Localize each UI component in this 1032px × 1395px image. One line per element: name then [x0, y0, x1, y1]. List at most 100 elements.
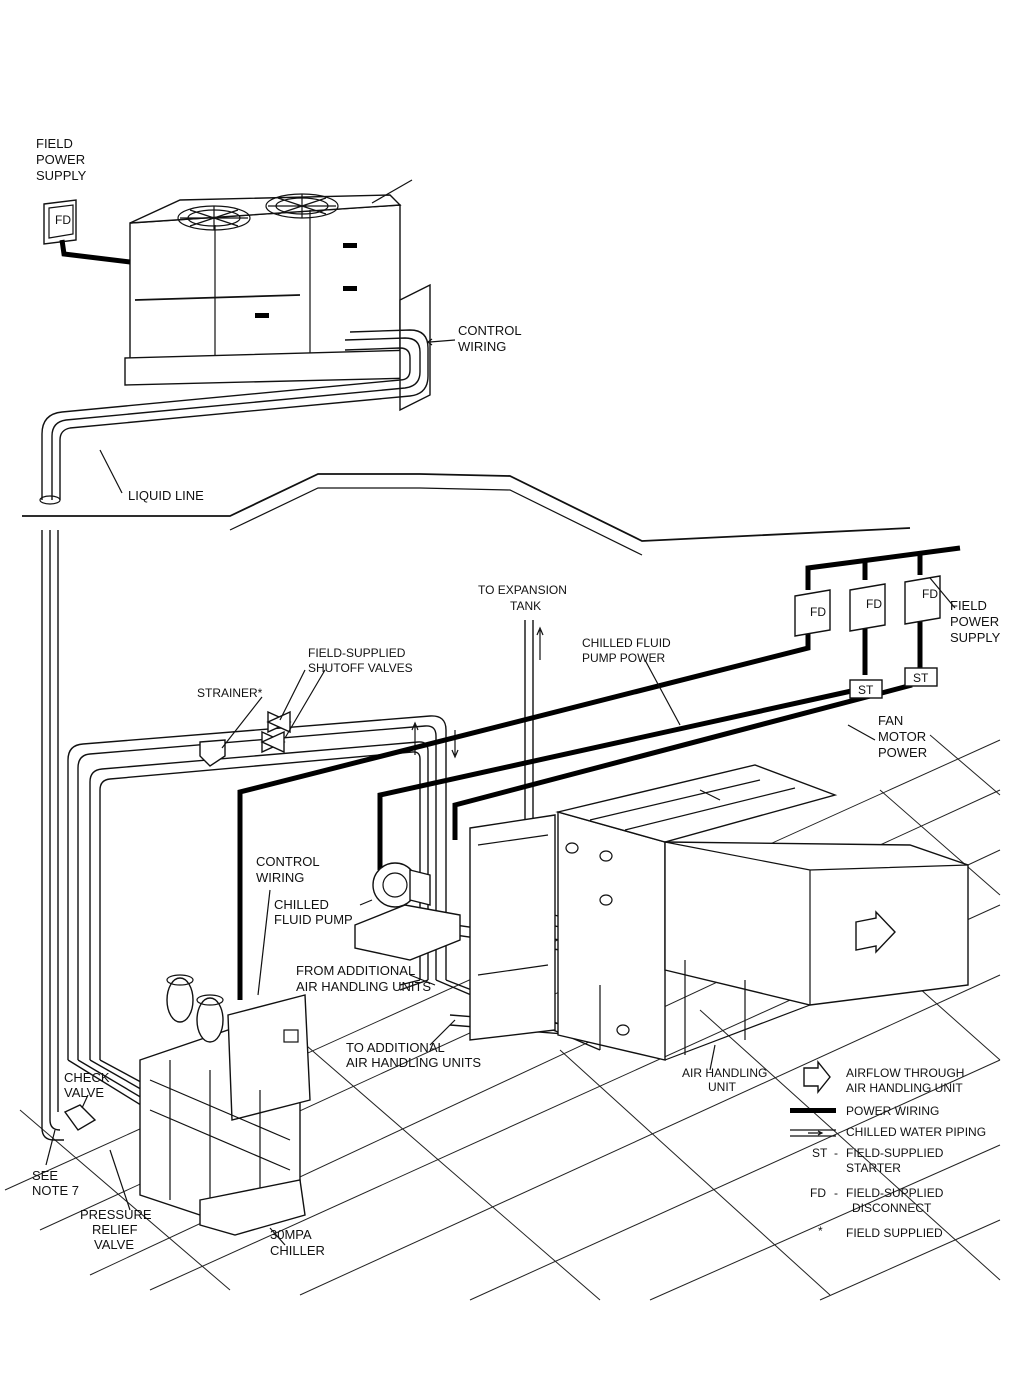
svg-text:WIRING: WIRING: [256, 870, 304, 885]
fd-disconnect-3: FD: [904, 575, 941, 625]
label-strainer: STRAINER*: [197, 686, 263, 700]
svg-text:CHECK: CHECK: [64, 1070, 110, 1085]
airflow-arrow-icon: [803, 1060, 831, 1094]
roof-line: [22, 473, 911, 542]
legend-airflow: AIRFLOW THROUGH AIR HANDLING UNIT: [803, 1060, 964, 1095]
label-field-power-supply-right: FIELD POWER SUPPLY: [950, 598, 1001, 645]
svg-text:FIELD-SUPPLIED: FIELD-SUPPLIED: [846, 1186, 944, 1200]
svg-text:TO EXPANSION: TO EXPANSION: [478, 583, 567, 597]
svg-text:AIR HANDLING UNIT: AIR HANDLING UNIT: [846, 1081, 963, 1095]
fd-disconnect-2: FD: [849, 583, 886, 632]
svg-text:-: -: [834, 1146, 838, 1160]
svg-text:CHILLED: CHILLED: [274, 897, 329, 912]
svg-text:CONTROL: CONTROL: [256, 854, 320, 869]
check-valve: [63, 1104, 97, 1131]
label-air-handling-unit: AIR HANDLING UNIT: [682, 1066, 767, 1094]
legend: AIRFLOW THROUGH AIR HANDLING UNIT POWER …: [790, 1060, 986, 1240]
legend-chilled-water-piping: CHILLED WATER PIPING: [790, 1125, 986, 1139]
piping-swatch: [790, 1129, 836, 1137]
fd-disconnect-1: FD: [794, 589, 831, 637]
st-starter-2: ST: [904, 667, 938, 687]
label-chilled-fluid-pump: CHILLED FLUID PUMP: [274, 897, 353, 927]
svg-text:FAN: FAN: [878, 713, 903, 728]
svg-text:FD: FD: [866, 597, 882, 611]
label-check-valve: CHECK VALVE: [64, 1070, 110, 1100]
svg-text:POWER WIRING: POWER WIRING: [846, 1104, 939, 1118]
svg-text:FROM ADDITIONAL: FROM ADDITIONAL: [296, 963, 415, 978]
svg-text:30MPA: 30MPA: [270, 1227, 312, 1242]
svg-text:FLUID PUMP: FLUID PUMP: [274, 912, 353, 927]
svg-text:ST: ST: [913, 671, 929, 685]
st-starter-1: ST: [849, 679, 883, 699]
power-wiring-swatch: [790, 1108, 836, 1113]
label-chilled-fluid-pump-power: CHILLED FLUID PUMP POWER: [582, 636, 671, 665]
svg-text:STARTER: STARTER: [846, 1161, 901, 1175]
liquid-line-piping: [39, 329, 429, 1141]
air-handling-unit: [469, 764, 969, 1061]
svg-text:-: -: [834, 1186, 838, 1200]
svg-text:CHILLED FLUID: CHILLED FLUID: [582, 636, 671, 650]
label-see-note: SEE NOTE 7: [32, 1168, 79, 1198]
power-wire-top: [59, 239, 131, 265]
svg-text:SEE: SEE: [32, 1168, 58, 1183]
svg-text:ST: ST: [812, 1146, 828, 1160]
svg-text:CONTROL: CONTROL: [458, 323, 522, 338]
power-wiring: [237, 545, 961, 1000]
legend-field-supplied: * FIELD SUPPLIED: [818, 1224, 943, 1240]
strainer: [199, 739, 226, 767]
label-liquid-line: LIQUID LINE: [128, 488, 204, 503]
svg-text:TO ADDITIONAL: TO ADDITIONAL: [346, 1040, 445, 1055]
label-pressure-relief-valve: PRESSURE RELIEF VALVE: [80, 1207, 152, 1252]
label-control-wiring-top: CONTROL WIRING: [458, 323, 522, 354]
svg-text:AIR HANDLING: AIR HANDLING: [682, 1066, 767, 1080]
svg-text:POWER: POWER: [36, 152, 85, 167]
svg-text:POWER: POWER: [950, 614, 999, 629]
svg-text:ST: ST: [858, 683, 874, 697]
svg-text:CHILLER: CHILLER: [270, 1243, 325, 1258]
svg-text:NOTE 7: NOTE 7: [32, 1183, 79, 1198]
svg-text:VALVE: VALVE: [94, 1237, 134, 1252]
fd-disconnect-top: FD: [43, 199, 77, 245]
label-field-power-supply-top: FIELD POWER SUPPLY: [36, 136, 87, 183]
label-chiller: 30MPA CHILLER: [270, 1227, 325, 1258]
svg-text:SUPPLY: SUPPLY: [950, 630, 1001, 645]
svg-text:FIELD: FIELD: [950, 598, 987, 613]
svg-text:AIRFLOW THROUGH: AIRFLOW THROUGH: [846, 1066, 964, 1080]
svg-text:AIR HANDLING UNITS: AIR HANDLING UNITS: [346, 1055, 481, 1070]
label-control-wiring-mid: CONTROL WIRING: [256, 854, 320, 885]
svg-text:FD: FD: [922, 587, 938, 601]
svg-text:FIELD SUPPLIED: FIELD SUPPLIED: [846, 1226, 943, 1240]
label-to-additional: TO ADDITIONAL AIR HANDLING UNITS: [346, 1040, 481, 1070]
svg-text:PRESSURE: PRESSURE: [80, 1207, 152, 1222]
shutoff-valves: [260, 710, 292, 754]
svg-text:WIRING: WIRING: [458, 339, 506, 354]
svg-text:PUMP POWER: PUMP POWER: [582, 651, 665, 665]
condensing-unit: [124, 179, 431, 412]
svg-text:VALVE: VALVE: [64, 1085, 104, 1100]
svg-text:SUPPLY: SUPPLY: [36, 168, 87, 183]
leader-lines: [45, 338, 956, 1246]
legend-st: ST - FIELD-SUPPLIED STARTER: [812, 1146, 944, 1175]
svg-text:SHUTOFF VALVES: SHUTOFF VALVES: [308, 661, 413, 675]
svg-text:DISCONNECT: DISCONNECT: [852, 1201, 932, 1215]
svg-text:UNIT: UNIT: [708, 1080, 737, 1094]
label-from-additional: FROM ADDITIONAL AIR HANDLING UNITS: [296, 963, 431, 994]
svg-text:TANK: TANK: [510, 599, 541, 613]
svg-text:FIELD-SUPPLIED: FIELD-SUPPLIED: [308, 646, 406, 660]
chilled-fluid-pump: [354, 862, 461, 961]
svg-text:FD: FD: [810, 1186, 826, 1200]
svg-text:FIELD-SUPPLIED: FIELD-SUPPLIED: [846, 1146, 944, 1160]
svg-text:FIELD: FIELD: [36, 136, 73, 151]
label-field-supplied-shutoff-valves: FIELD-SUPPLIED SHUTOFF VALVES: [308, 646, 413, 675]
svg-text:MOTOR: MOTOR: [878, 729, 926, 744]
svg-text:CHILLED WATER PIPING: CHILLED WATER PIPING: [846, 1125, 986, 1139]
svg-text:AIR HANDLING UNITS: AIR HANDLING UNITS: [296, 979, 431, 994]
legend-fd: FD - FIELD-SUPPLIED DISCONNECT: [810, 1186, 944, 1215]
chiller-30mpa: [139, 974, 311, 1236]
svg-text:FD: FD: [810, 605, 826, 619]
svg-text:RELIEF: RELIEF: [92, 1222, 138, 1237]
svg-text:*: *: [818, 1224, 823, 1238]
fd-tag-top: FD: [55, 213, 71, 227]
svg-text:POWER: POWER: [878, 745, 927, 760]
